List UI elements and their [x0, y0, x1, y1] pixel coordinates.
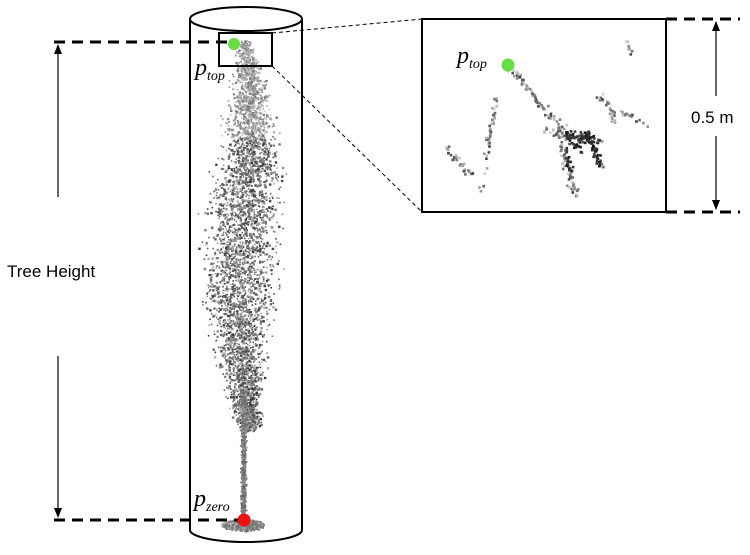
- tree-point-cloud: [197, 40, 288, 533]
- scale-label: 0.5 m: [691, 108, 734, 127]
- cylinder-top-rim: [189, 6, 303, 32]
- p-zero-point: [237, 513, 251, 527]
- p-top-label: ptop: [193, 55, 225, 84]
- zoom-connector-bottom: [271, 65, 423, 213]
- p-zero-label: pzero: [192, 486, 230, 515]
- inset-point-cloud: [445, 40, 649, 198]
- p-top-point: [228, 38, 240, 50]
- tree-height-label: Tree Height: [7, 262, 95, 281]
- cylinder-bottom-rim: [189, 529, 303, 543]
- tree-height-arrow: [54, 44, 62, 518]
- zoom-inset-box: [421, 18, 667, 213]
- p-top-point-inset: [501, 58, 515, 72]
- zoom-source-box: [218, 32, 273, 67]
- bounding-cylinder: [189, 6, 303, 543]
- p-top-inset-label: ptop: [455, 43, 487, 72]
- scale-arrow: [712, 21, 720, 210]
